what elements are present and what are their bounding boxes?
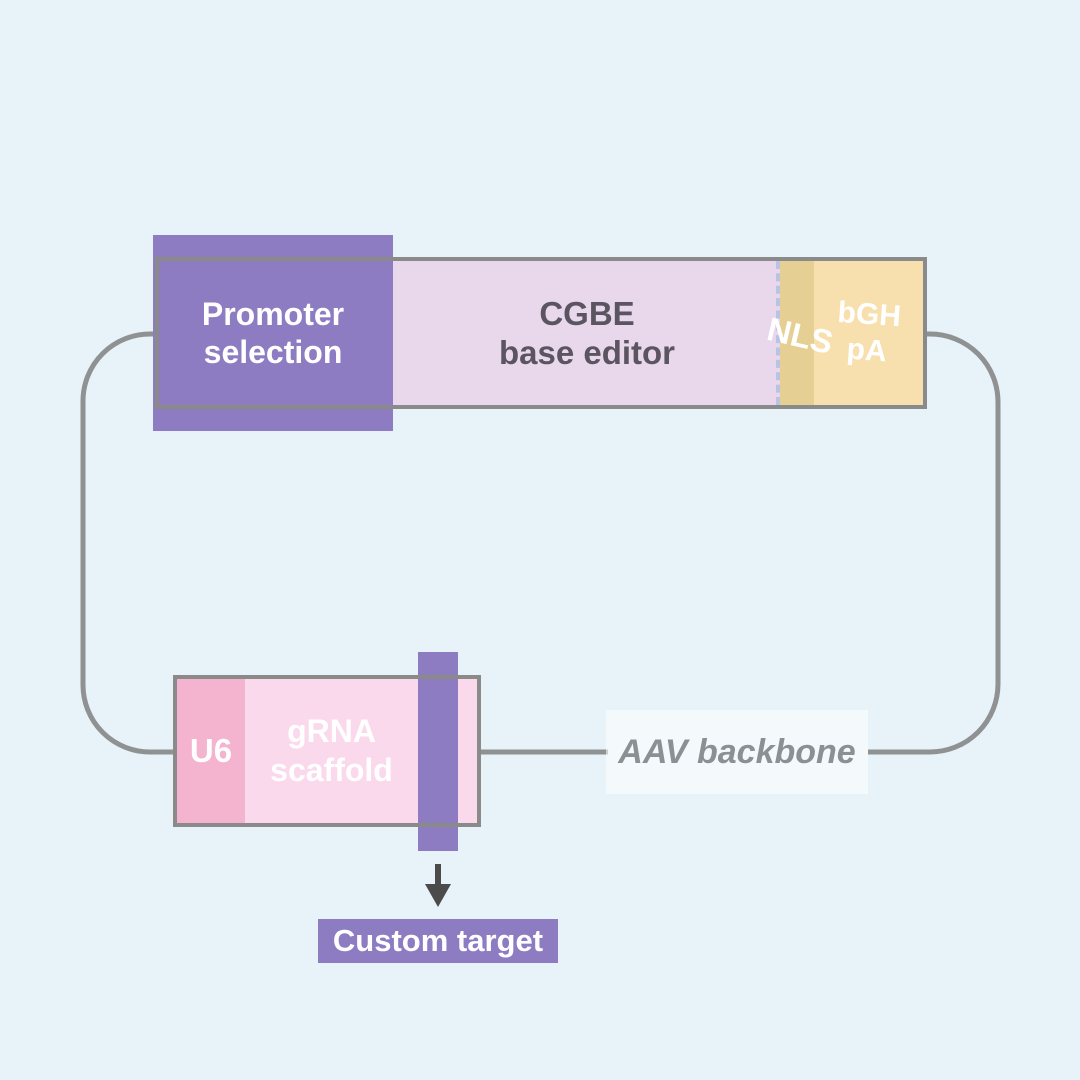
aav-backbone-label: AAV backbone [606, 710, 868, 794]
promoter-label-line2: selection [203, 334, 343, 370]
editor-cassette-bar [155, 257, 927, 409]
pa-label-line1: bGH [836, 295, 903, 334]
custom-target-insert-bar [418, 652, 458, 851]
custom-target-box: Custom target [318, 919, 558, 963]
cgbe-editor-label: CGBE base editor [393, 257, 781, 409]
down-arrow-icon [425, 884, 451, 907]
backbone-left-path [80, 331, 180, 755]
nls-segment [780, 261, 814, 405]
grna-scaffold-label: gRNA scaffold [245, 679, 418, 823]
scaffold-label-line2: scaffold [270, 752, 393, 788]
u6-label: U6 [189, 732, 233, 769]
bgh-pa-segment [814, 261, 923, 405]
editor-label-line1: CGBE [539, 295, 635, 332]
u6-promoter-segment [177, 679, 245, 823]
promoter-label-line1: Promoter [201, 296, 345, 332]
scaffold-label-line1: gRNA [287, 713, 376, 749]
cgbe-editor-segment [393, 261, 780, 405]
pa-label-line2: pA [845, 332, 888, 369]
editor-label-line2: base editor [498, 334, 676, 371]
backbone-right-path [868, 331, 1001, 755]
grna-cassette-outline [173, 675, 481, 827]
promoter-selection-box [153, 235, 393, 431]
promoter-selection-label: Promoter selection [153, 257, 393, 409]
nls-dashed-separator [776, 261, 780, 405]
bgh-pa-label: bGH pA [805, 253, 931, 413]
